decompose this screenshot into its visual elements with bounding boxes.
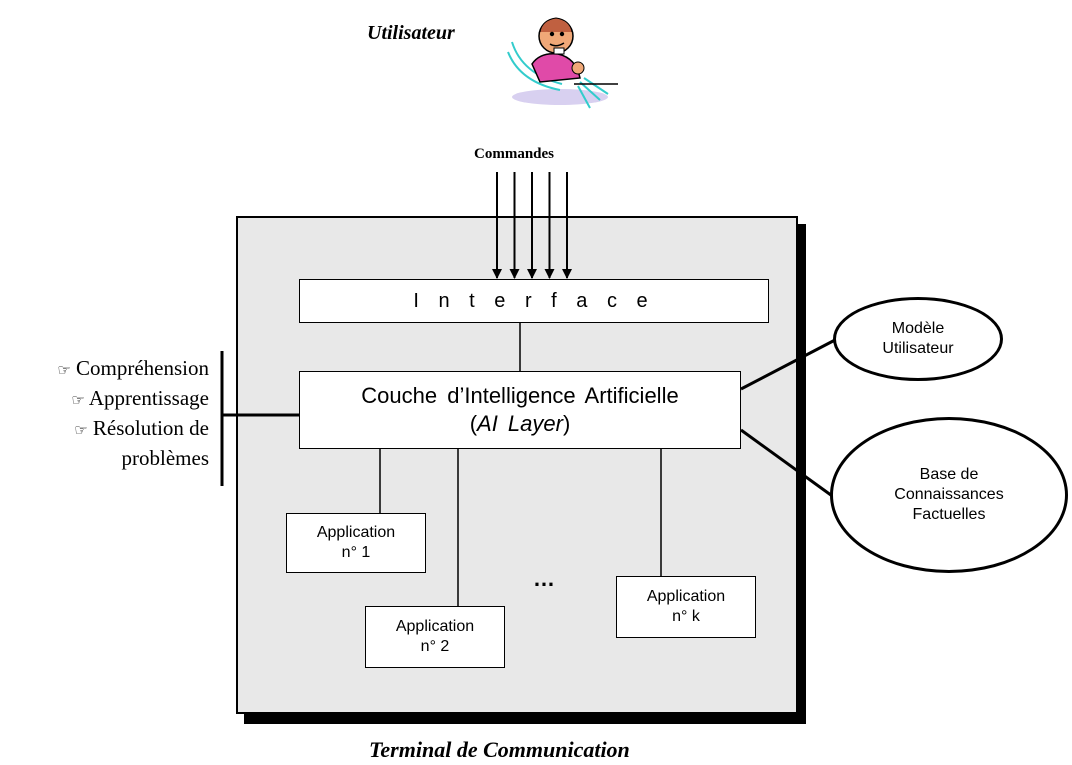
features-list: ☞ Compréhension ☞ Apprentissage ☞ Résolu…: [8, 355, 209, 472]
application-1-label: Application: [316, 524, 396, 541]
application-k-label: Application: [646, 588, 726, 605]
ai-layer-subtitle: (AI Layer): [469, 411, 571, 436]
commands-label: Commandes: [474, 146, 555, 162]
ai-layer-box: Couche d’Intelligence Artificielle (AI L…: [299, 371, 741, 449]
feature-item: ☞ Compréhension: [57, 356, 209, 380]
terminal-caption: Terminal de Communication: [369, 737, 630, 762]
application-2-box: Application n° 2: [365, 606, 505, 668]
pointing-hand-icon: ☞: [57, 363, 71, 379]
feature-item: ☞ Apprentissage: [71, 386, 209, 410]
user-cartoon-icon: [507, 17, 618, 109]
user-label: Utilisateur: [367, 22, 455, 44]
application-k-box: Application n° k: [616, 576, 756, 638]
knowledge-base-line3: Factuelles: [912, 506, 986, 523]
user-model-ellipse: Modèle Utilisateur: [833, 297, 1003, 381]
ai-layer-title: Couche d’Intelligence Artificielle: [361, 383, 679, 408]
pointing-hand-icon: ☞: [74, 423, 88, 439]
feature-item: problèmes: [121, 446, 209, 470]
knowledge-base-ellipse: Base de Connaissances Factuelles: [830, 417, 1068, 573]
application-2-number: n° 2: [420, 638, 450, 655]
user-model-line2: Utilisateur: [882, 340, 954, 357]
application-k-number: n° k: [672, 608, 700, 625]
pointing-hand-icon: ☞: [71, 393, 85, 409]
knowledge-base-line1: Base de: [919, 466, 979, 483]
interface-label: I n t e r f a c e: [413, 289, 655, 312]
knowledge-base-line2: Connaissances: [894, 486, 1004, 503]
user-model-line1: Modèle: [891, 320, 945, 337]
application-2-label: Application: [395, 618, 475, 635]
interface-box: I n t e r f a c e: [299, 279, 769, 323]
application-1-number: n° 1: [341, 544, 371, 561]
feature-item: ☞ Résolution de: [74, 416, 209, 440]
ellipsis: …: [533, 566, 555, 591]
application-1-box: Application n° 1: [286, 513, 426, 573]
